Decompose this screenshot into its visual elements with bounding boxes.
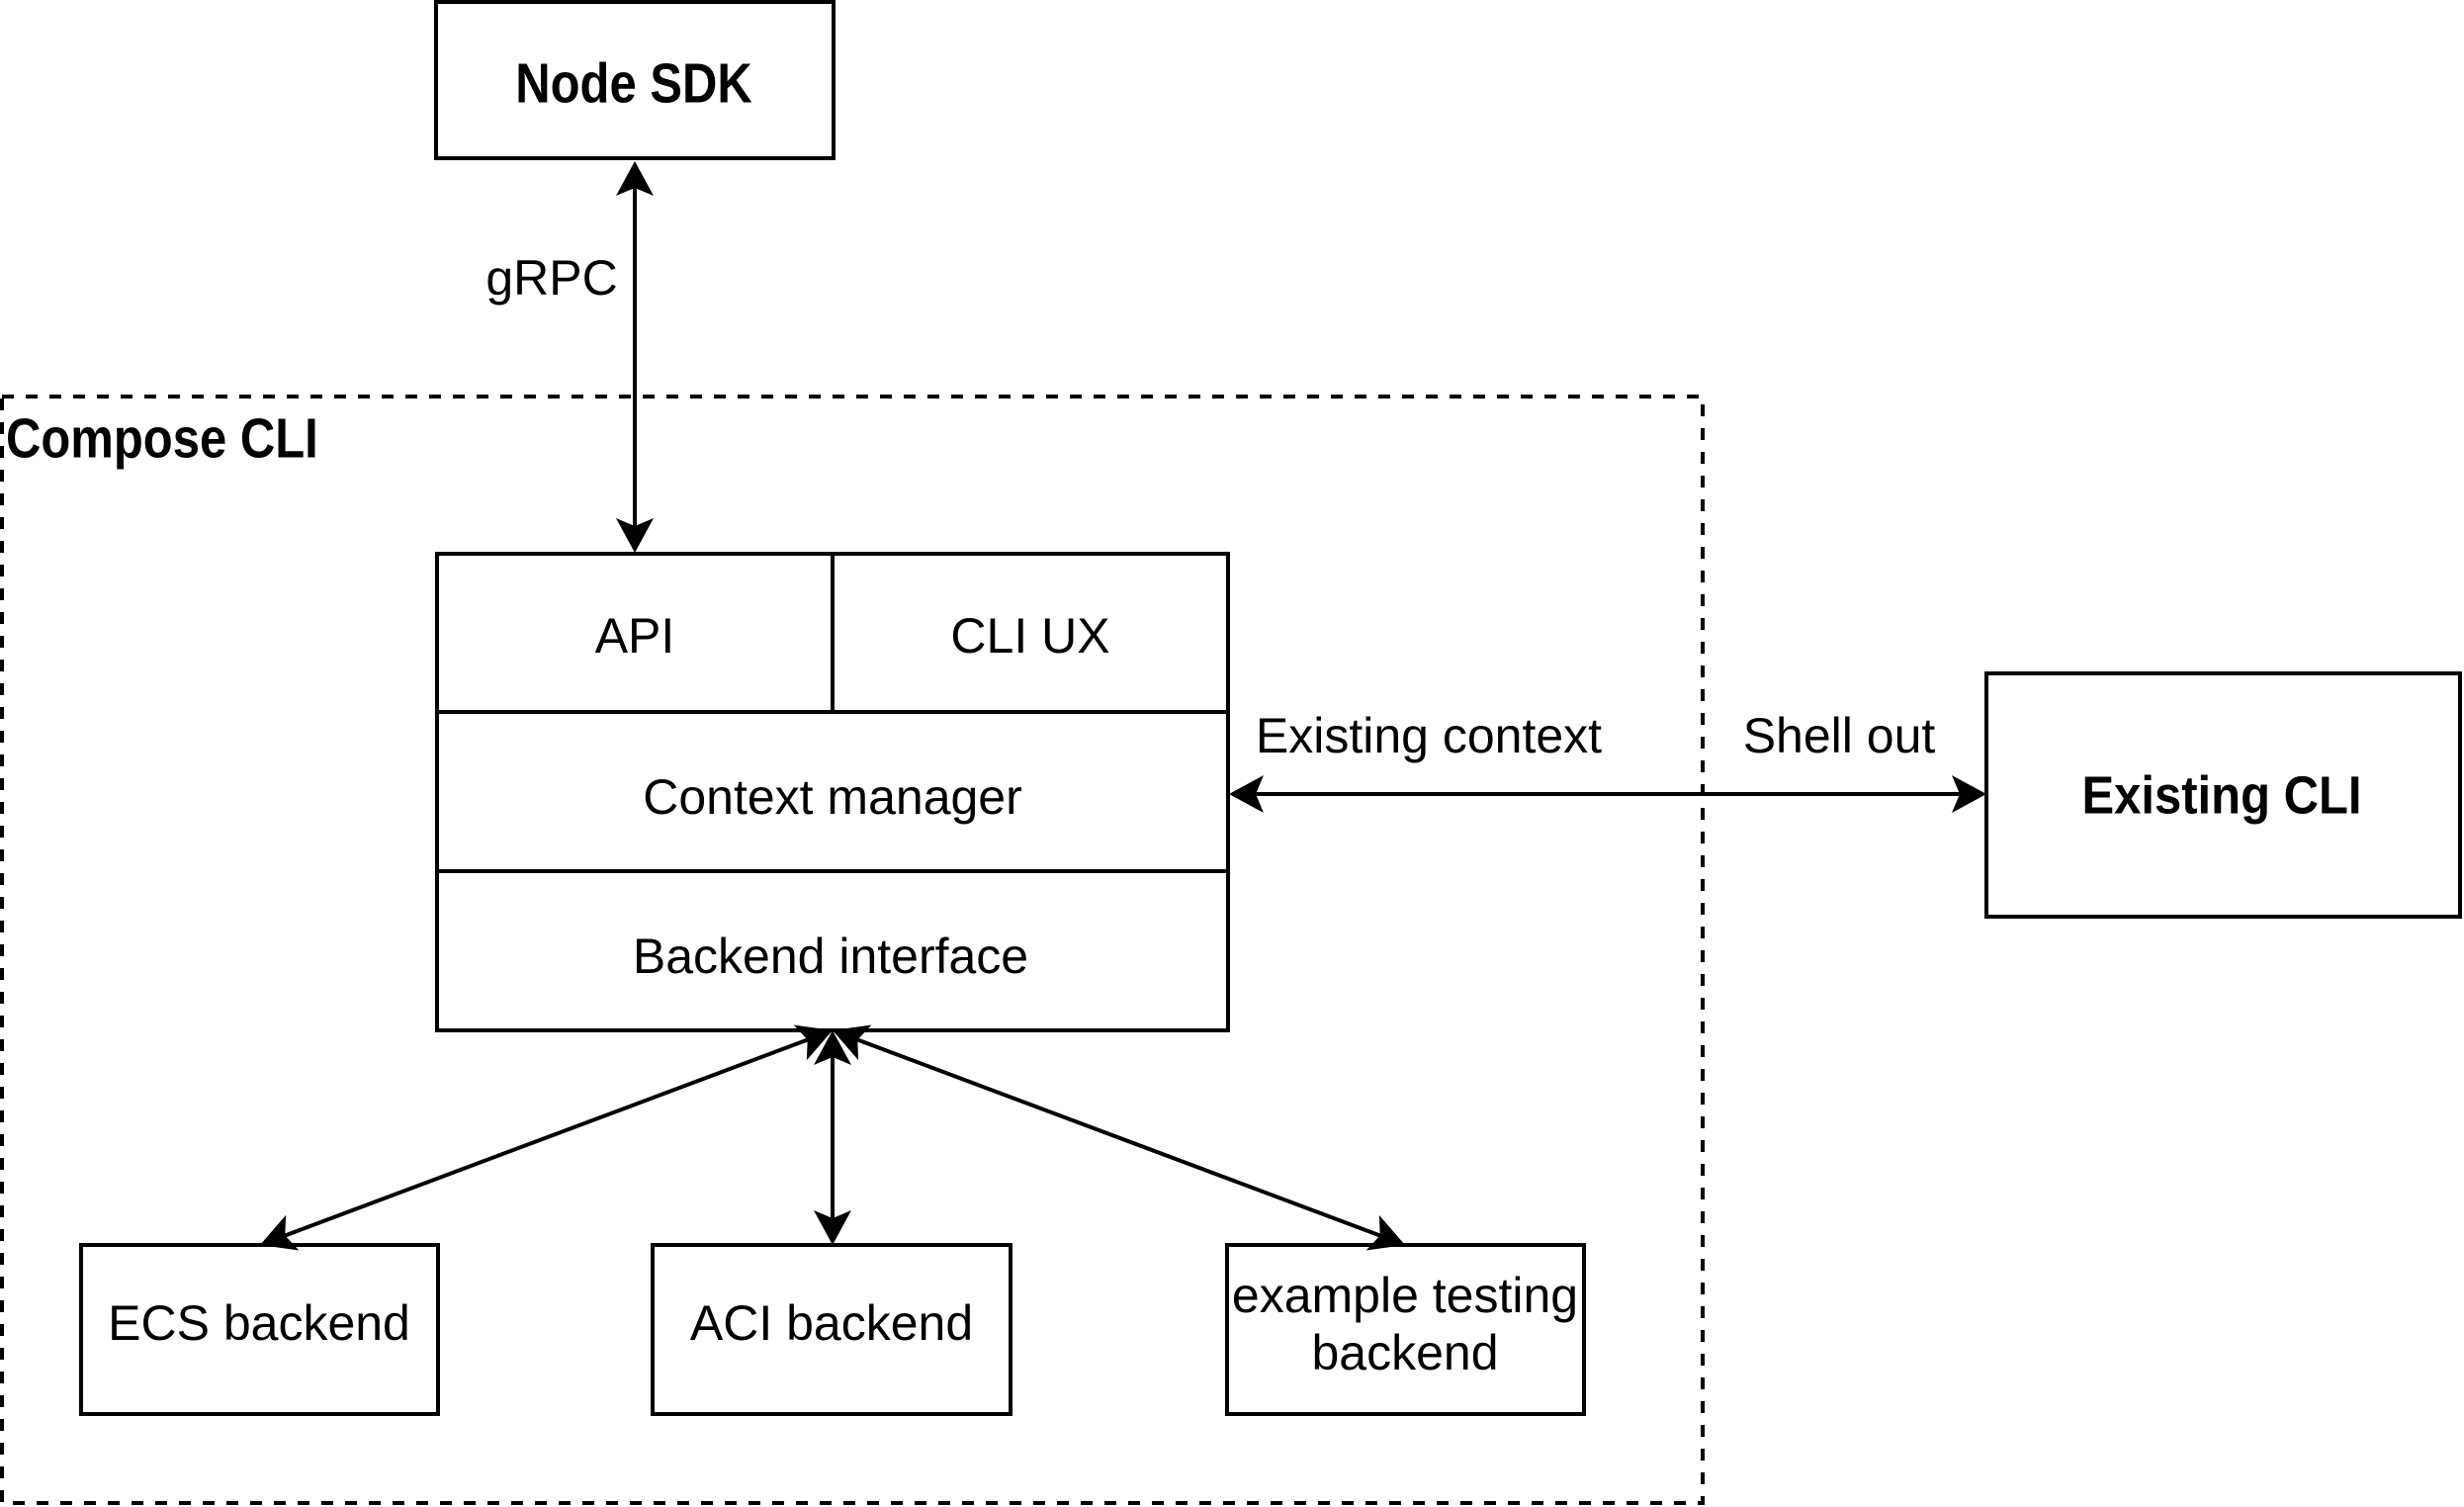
svg-text:Backend interface: Backend interface [633, 929, 1028, 984]
svg-text:Shell out: Shell out [1743, 708, 1936, 763]
svg-text:Node SDK: Node SDK [515, 52, 752, 115]
svg-text:Existing context: Existing context [1256, 708, 1602, 763]
svg-text:Compose CLI: Compose CLI [6, 407, 318, 470]
svg-text:ACI backend: ACI backend [690, 1295, 973, 1351]
svg-text:backend: backend [1311, 1325, 1498, 1380]
svg-text:Existing CLI: Existing CLI [2081, 764, 2361, 825]
svg-text:gRPC: gRPC [485, 250, 617, 306]
svg-text:example testing: example testing [1232, 1268, 1578, 1323]
svg-text:CLI UX: CLI UX [950, 608, 1109, 664]
svg-text:ECS backend: ECS backend [108, 1295, 410, 1351]
svg-text:API: API [595, 608, 675, 664]
svg-text:Context manager: Context manager [643, 769, 1022, 825]
